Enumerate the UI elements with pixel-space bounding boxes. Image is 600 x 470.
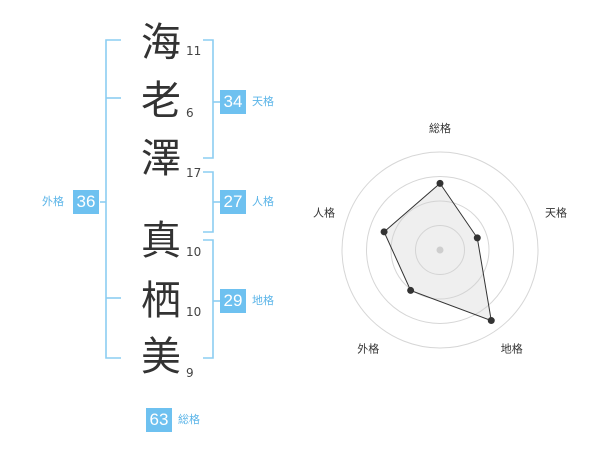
radar-point-4 — [407, 286, 415, 294]
stroke-count-1: 11 — [186, 44, 202, 58]
radar-ring-2 — [390, 200, 490, 300]
radar-ring-3 — [366, 176, 514, 324]
kanji-4: 真 — [141, 218, 181, 264]
kanji-2: 老 — [141, 78, 181, 124]
chikaku-label: 地格 — [252, 294, 274, 307]
gaikaku-label: 外格 — [42, 195, 64, 208]
gaikaku-bracket — [105, 39, 121, 359]
radar-ring-1 — [415, 225, 465, 275]
radar-point-1 — [436, 179, 444, 187]
stroke-count-5: 10 — [186, 305, 202, 319]
jinkaku-badge: 27 — [220, 190, 246, 214]
radar-point-2 — [473, 234, 481, 242]
kanji-5: 栖 — [141, 278, 181, 324]
chikaku-bracket — [203, 239, 214, 359]
stroke-count-4: 10 — [186, 245, 202, 259]
stroke-count-2: 6 — [186, 106, 194, 120]
radar-ring-4 — [341, 151, 539, 349]
radar-point-3 — [487, 317, 495, 325]
stroke-count-6: 9 — [186, 366, 194, 380]
jinkaku-label: 人格 — [252, 195, 274, 208]
radar-axis-label-1: 総格 — [429, 121, 451, 135]
tenkaku-bracket — [203, 39, 214, 159]
radar-axis-label-5: 人格 — [313, 205, 335, 219]
kanji-1: 海 — [141, 20, 181, 66]
radar-axis-label-2: 天格 — [545, 205, 567, 219]
radar-axis-label-3: 地格 — [501, 342, 523, 356]
kanji-3: 澤 — [141, 136, 181, 182]
tenkaku-label: 天格 — [252, 95, 274, 108]
stroke-count-3: 17 — [186, 166, 202, 180]
radar-center-dot — [436, 246, 444, 254]
radar-axis-label-4: 外格 — [357, 342, 379, 356]
radar-point-5 — [380, 228, 388, 236]
soukaku-badge: 63 — [146, 408, 172, 432]
chikaku-badge: 29 — [220, 289, 246, 313]
radar-value-polygon — [383, 182, 492, 322]
gaikaku-badge: 36 — [73, 190, 99, 214]
soukaku-label: 総格 — [178, 413, 200, 426]
tenkaku-badge: 34 — [220, 90, 246, 114]
kanji-6: 美 — [141, 334, 181, 380]
